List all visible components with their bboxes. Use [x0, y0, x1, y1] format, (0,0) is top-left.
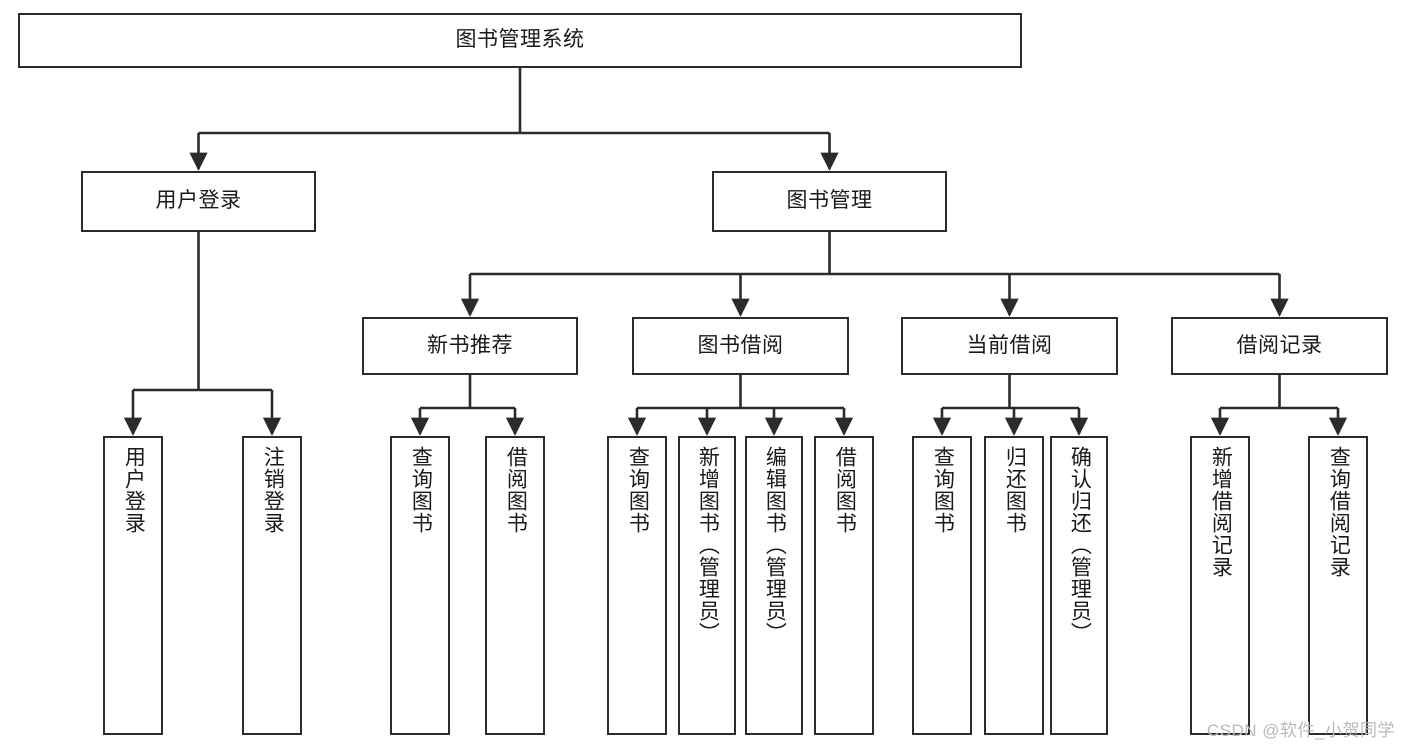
node-leaf-query-book-3[interactable]: 查询图书 [912, 436, 972, 735]
node-label: 借阅记录 [1236, 333, 1323, 357]
node-label: 新增图书（管理员） [696, 446, 720, 644]
node-leaf-add-book[interactable]: 新增图书（管理员） [678, 436, 736, 735]
node-leaf-logout[interactable]: 注销登录 [242, 436, 302, 735]
node-label: 查询图书 [626, 446, 650, 534]
node-current-borrow[interactable]: 当前借阅 [901, 317, 1118, 375]
node-leaf-add-record[interactable]: 新增借阅记录 [1190, 436, 1250, 735]
node-label: 归还图书 [1003, 446, 1027, 534]
node-root[interactable]: 图书管理系统 [18, 13, 1022, 68]
node-label: 确认归还（管理员） [1068, 446, 1092, 644]
node-user-login[interactable]: 用户登录 [81, 171, 316, 232]
node-label: 新增借阅记录 [1209, 446, 1233, 578]
node-book-borrow[interactable]: 图书借阅 [632, 317, 849, 375]
node-leaf-confirm-return[interactable]: 确认归还（管理员） [1050, 436, 1108, 735]
node-leaf-query-book-1[interactable]: 查询图书 [390, 436, 450, 735]
node-label: 图书管理 [786, 189, 873, 213]
node-label: 当前借阅 [966, 333, 1053, 357]
node-leaf-borrow-book-2[interactable]: 借阅图书 [814, 436, 874, 735]
node-label: 查询图书 [931, 446, 955, 534]
node-leaf-borrow-book-1[interactable]: 借阅图书 [485, 436, 545, 735]
node-label: 查询图书 [409, 446, 433, 534]
node-borrow-record[interactable]: 借阅记录 [1171, 317, 1388, 375]
node-label: 借阅图书 [504, 446, 528, 534]
node-label: 新书推荐 [427, 333, 513, 357]
node-label: 借阅图书 [833, 446, 857, 534]
node-book-manage[interactable]: 图书管理 [712, 171, 947, 232]
node-leaf-query-book-2[interactable]: 查询图书 [607, 436, 667, 735]
node-label: 编辑图书（管理员） [763, 446, 787, 644]
node-label: 查询借阅记录 [1327, 446, 1351, 578]
node-new-book-rec[interactable]: 新书推荐 [362, 317, 578, 375]
node-leaf-query-record[interactable]: 查询借阅记录 [1308, 436, 1368, 735]
node-label: 图书管理系统 [455, 28, 585, 52]
node-leaf-user-login[interactable]: 用户登录 [103, 436, 163, 735]
node-label: 图书借阅 [697, 333, 784, 357]
node-label: 用户登录 [122, 446, 146, 534]
node-label: 注销登录 [261, 446, 285, 534]
node-leaf-edit-book[interactable]: 编辑图书（管理员） [745, 436, 803, 735]
node-label: 用户登录 [155, 189, 242, 213]
watermark-label: CSDN @软件_小贺同学 [1206, 721, 1395, 740]
node-leaf-return-book[interactable]: 归还图书 [984, 436, 1044, 735]
